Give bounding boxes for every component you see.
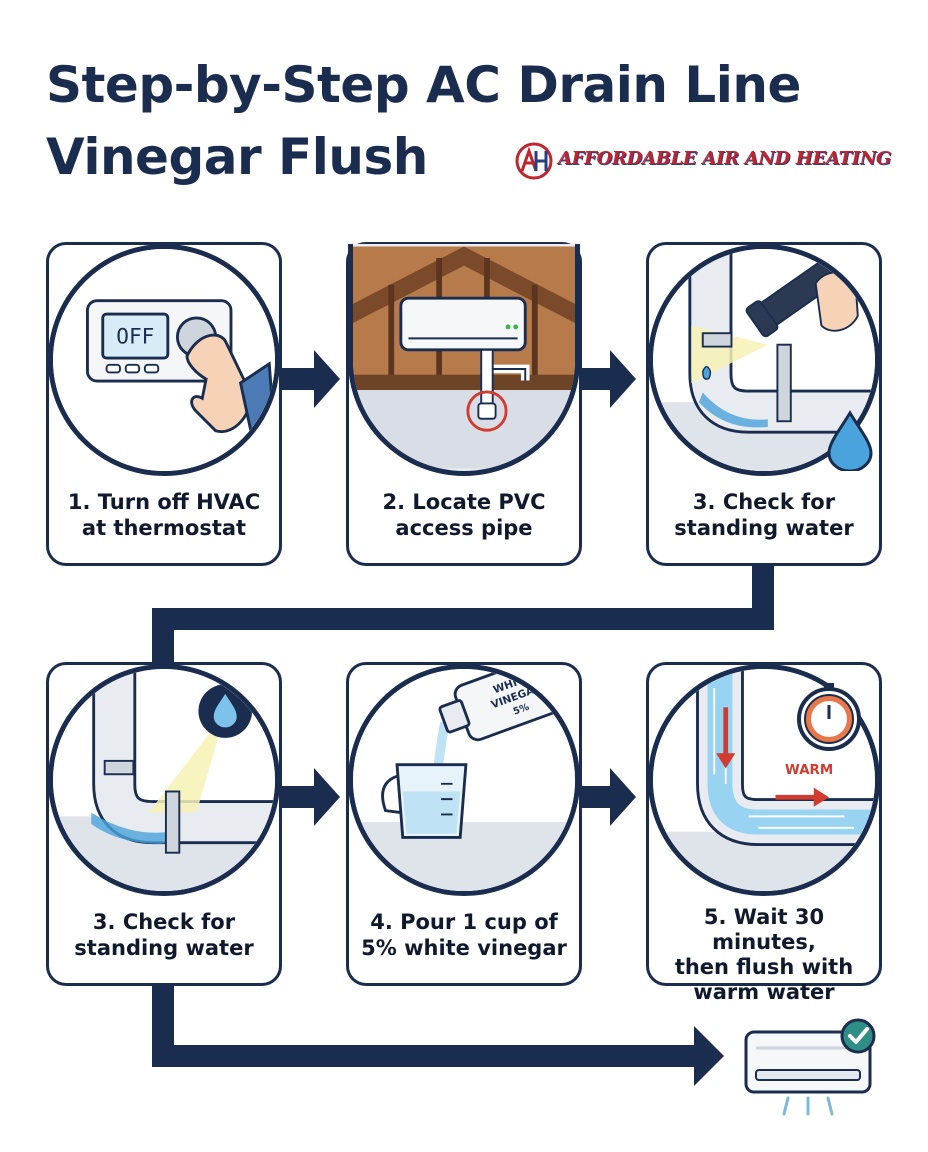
step-3-caption: 3. Check for standing water xyxy=(674,490,854,540)
elbow-down-right xyxy=(752,560,774,630)
bottom-horizontal xyxy=(152,1045,698,1067)
step-card-1: OFF 1. Turn off HVAC at thermostat xyxy=(46,242,282,566)
ac-unit-check-icon xyxy=(744,1018,876,1116)
indoor-unit-pipe-icon xyxy=(348,244,580,476)
elbow-down-left xyxy=(152,608,174,668)
page-title-line-1: Step-by-Step AC Drain Line xyxy=(46,56,801,114)
warm-label: WARM xyxy=(785,763,833,778)
arrow-2-3-head xyxy=(610,350,636,408)
logo-text: AFFORDABLE AIR AND HEATING xyxy=(558,148,892,169)
step-card-4: 3. Check for standing water xyxy=(46,662,282,986)
water-drop-icon xyxy=(827,410,873,471)
step-card-3: 3. Check for standing water xyxy=(646,242,882,566)
company-logo: AFFORDABLE AIR AND HEATING xyxy=(514,141,894,181)
arrow-5-6-shaft xyxy=(580,786,612,808)
bottom-down xyxy=(152,985,174,1067)
arrow-1-2-shaft xyxy=(276,368,316,390)
vinegar-pour-icon: WHITE VINEGAR 5% xyxy=(348,664,580,896)
arrow-1-2-head xyxy=(314,350,340,408)
bottle-label-line-3: 5% xyxy=(512,702,531,718)
arrow-2-3-shaft xyxy=(578,368,612,390)
timer-clock-icon xyxy=(797,683,861,751)
step-card-5: WHITE VINEGAR 5% 4. Pour 1 cup of 5% whi… xyxy=(346,662,582,986)
arrow-4-5-head xyxy=(314,768,340,826)
thermostat-icon: OFF xyxy=(48,244,280,476)
arrow-5-6-head xyxy=(610,768,636,826)
step-5-caption: 4. Pour 1 cup of 5% white vinegar xyxy=(361,910,567,960)
step-2-caption: 2. Locate PVC access pipe xyxy=(382,490,546,540)
bottom-arrow-head xyxy=(694,1026,724,1086)
arrow-4-5-shaft xyxy=(278,786,316,808)
elbow-horizontal xyxy=(152,608,774,630)
page-title-line-2: Vinegar Flush xyxy=(46,128,428,186)
thermostat-display-text: OFF xyxy=(116,324,154,349)
step-4-caption: 3. Check for standing water xyxy=(74,910,254,960)
water-drop-pipe-icon xyxy=(48,664,280,896)
step-card-6: WARM 5. Wait 30 minutes, then flush with… xyxy=(646,662,882,1004)
logo-mark-icon xyxy=(515,142,553,180)
step-6-caption: 5. Wait 30 minutes, then flush with warm… xyxy=(674,905,854,1004)
step-card-2: 2. Locate PVC access pipe xyxy=(346,242,582,566)
step-1-caption: 1. Turn off HVAC at thermostat xyxy=(67,490,261,540)
